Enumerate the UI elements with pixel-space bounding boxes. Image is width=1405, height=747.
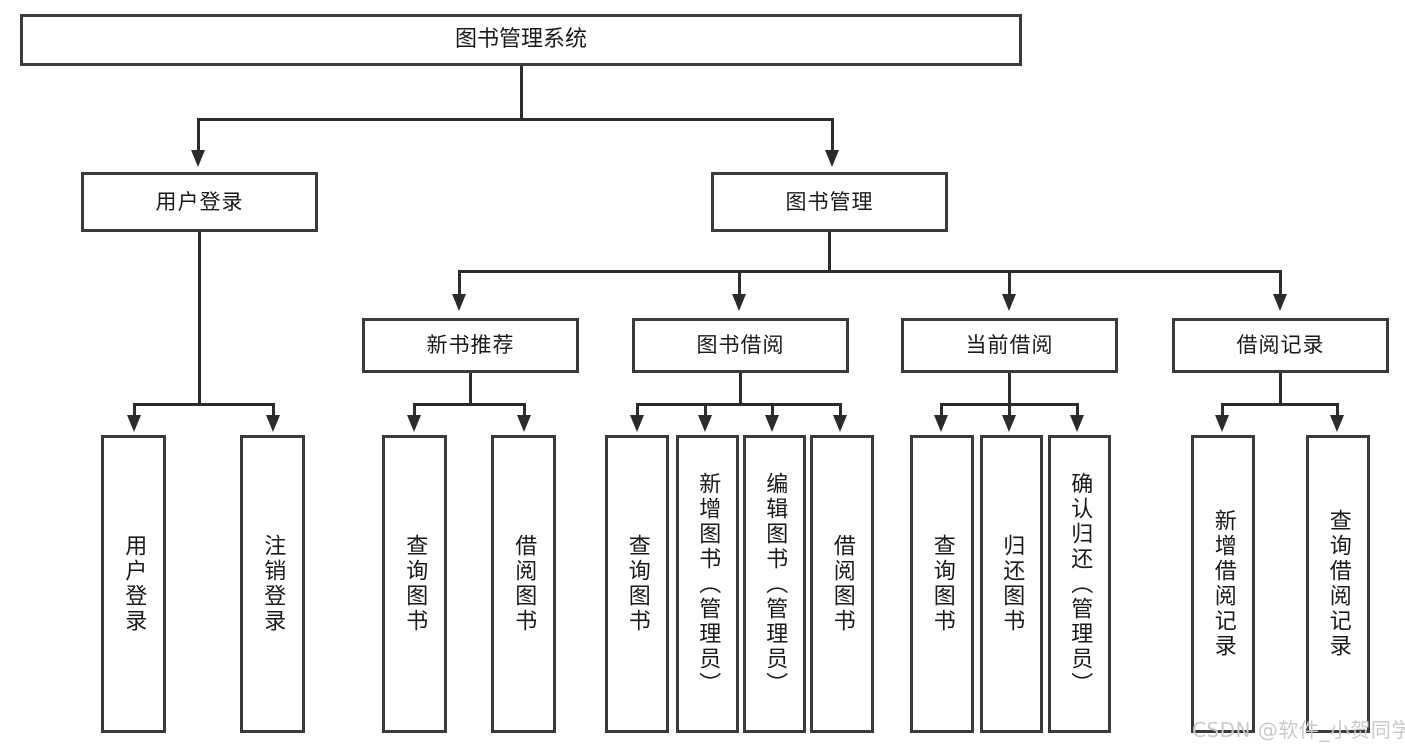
connector-user-login-drop-1 xyxy=(133,403,136,417)
node-book-management[interactable]: 图书管理 xyxy=(711,172,948,232)
leaf-user-login-1[interactable]: 用户登录 xyxy=(101,435,166,733)
node-label: 查询图书 xyxy=(929,534,955,634)
node-root-book-management-system[interactable]: 图书管理系统 xyxy=(20,14,1022,66)
arrowhead-bm-to-borrow-record xyxy=(1273,294,1287,311)
node-label: 用户登录 xyxy=(121,534,147,634)
arrowhead-bm-to-current-borrow xyxy=(1002,294,1016,311)
arrowhead-bb-leaf-2 xyxy=(698,415,712,432)
connector-root-bus xyxy=(197,118,834,121)
arrowhead-nbr-leaf-2 xyxy=(517,415,531,432)
node-label: 确认归还（管理员） xyxy=(1067,471,1093,697)
arrowhead-cb-leaf-3 xyxy=(1070,415,1084,432)
node-label: 新增借阅记录 xyxy=(1210,509,1236,659)
arrowhead-user-login-leaf-1 xyxy=(127,415,141,432)
node-label: 图书管理系统 xyxy=(454,27,587,53)
arrowhead-br-leaf-1 xyxy=(1215,415,1229,432)
leaf-user-login-2[interactable]: 注销登录 xyxy=(240,435,305,733)
arrowhead-root-to-user-login xyxy=(191,150,205,167)
connector-root-stem xyxy=(520,66,523,120)
arrowhead-bm-to-book-borrow xyxy=(732,294,746,311)
leaf-book-borrow-1[interactable]: 查询图书 xyxy=(605,435,669,733)
leaf-book-borrow-3[interactable]: 编辑图书（管理员） xyxy=(743,435,806,733)
arrowhead-bb-leaf-1 xyxy=(630,415,644,432)
arrowhead-user-login-leaf-2 xyxy=(266,415,280,432)
leaf-new-book-recommend-2[interactable]: 借阅图书 xyxy=(491,435,556,733)
node-label: 图书借阅 xyxy=(696,333,785,358)
leaf-borrow-record-1[interactable]: 新增借阅记录 xyxy=(1191,435,1255,733)
arrowhead-nbr-leaf-1 xyxy=(407,415,421,432)
node-label: 新书推荐 xyxy=(426,333,515,358)
connector-br-stem xyxy=(1279,373,1282,405)
connector-br-drop-1 xyxy=(1221,403,1224,417)
leaf-current-borrow-1[interactable]: 查询图书 xyxy=(910,435,974,733)
connector-root-to-book-management xyxy=(831,118,834,152)
node-label: 查询图书 xyxy=(624,534,650,634)
leaf-book-borrow-4[interactable]: 借阅图书 xyxy=(810,435,874,733)
node-label: 编辑图书（管理员） xyxy=(762,471,788,697)
connector-bb-drop-4 xyxy=(839,403,842,417)
connector-nbr-stem xyxy=(469,373,472,405)
node-label: 用户登录 xyxy=(155,189,244,214)
connector-bm-drop-2 xyxy=(738,270,741,296)
connector-nbr-bus xyxy=(413,403,526,406)
arrowhead-bb-leaf-4 xyxy=(833,415,847,432)
connector-nbr-drop-2 xyxy=(523,403,526,417)
arrowhead-bb-leaf-3 xyxy=(765,415,779,432)
leaf-new-book-recommend-1[interactable]: 查询图书 xyxy=(382,435,447,733)
connector-bm-drop-3 xyxy=(1008,270,1011,296)
connector-bb-drop-3 xyxy=(771,403,774,417)
node-label: 借阅图书 xyxy=(829,534,855,634)
connector-user-login-stem xyxy=(198,232,201,405)
connector-user-login-bus xyxy=(133,403,275,406)
connector-book-management-stem xyxy=(828,232,831,272)
connector-bb-drop-2 xyxy=(704,403,707,417)
connector-bm-drop-4 xyxy=(1279,270,1282,296)
leaf-current-borrow-3[interactable]: 确认归还（管理员） xyxy=(1048,435,1111,733)
node-label: 查询图书 xyxy=(402,534,428,634)
arrowhead-br-leaf-2 xyxy=(1330,415,1344,432)
node-label: 注销登录 xyxy=(260,534,286,634)
leaf-book-borrow-2[interactable]: 新增图书（管理员） xyxy=(676,435,739,733)
connector-bb-bus xyxy=(636,403,842,406)
node-label: 当前借阅 xyxy=(965,333,1054,358)
connector-bb-drop-1 xyxy=(636,403,639,417)
connector-cb-drop-1 xyxy=(940,403,943,417)
connector-root-to-user-login xyxy=(197,118,200,152)
connector-cb-stem xyxy=(1008,373,1011,405)
node-new-book-recommend[interactable]: 新书推荐 xyxy=(362,318,579,373)
node-borrow-record[interactable]: 借阅记录 xyxy=(1172,318,1389,373)
node-label: 新增图书（管理员） xyxy=(695,471,721,697)
arrowhead-root-to-book-management xyxy=(825,150,839,167)
node-label: 图书管理 xyxy=(785,189,874,214)
node-book-borrow[interactable]: 图书借阅 xyxy=(632,318,849,373)
node-label: 查询借阅记录 xyxy=(1325,509,1351,659)
node-label: 归还图书 xyxy=(999,534,1025,634)
connector-br-drop-2 xyxy=(1336,403,1339,417)
arrowhead-cb-leaf-1 xyxy=(934,415,948,432)
connector-book-management-bus xyxy=(458,270,1282,273)
leaf-borrow-record-2[interactable]: 查询借阅记录 xyxy=(1306,435,1370,733)
connector-cb-drop-3 xyxy=(1076,403,1079,417)
arrowhead-bm-to-new-book-recommend xyxy=(452,294,466,311)
arrowhead-cb-leaf-2 xyxy=(1002,415,1016,432)
node-current-borrow[interactable]: 当前借阅 xyxy=(901,318,1118,373)
node-label: 借阅记录 xyxy=(1236,333,1325,358)
connector-user-login-drop-2 xyxy=(272,403,275,417)
node-label: 借阅图书 xyxy=(511,534,537,634)
connector-br-bus xyxy=(1221,403,1339,406)
node-user-login[interactable]: 用户登录 xyxy=(81,172,318,232)
connector-bb-stem xyxy=(739,373,742,405)
connector-cb-drop-2 xyxy=(1008,403,1011,417)
connector-bm-drop-1 xyxy=(458,270,461,296)
connector-nbr-drop-1 xyxy=(413,403,416,417)
leaf-current-borrow-2[interactable]: 归还图书 xyxy=(980,435,1043,733)
